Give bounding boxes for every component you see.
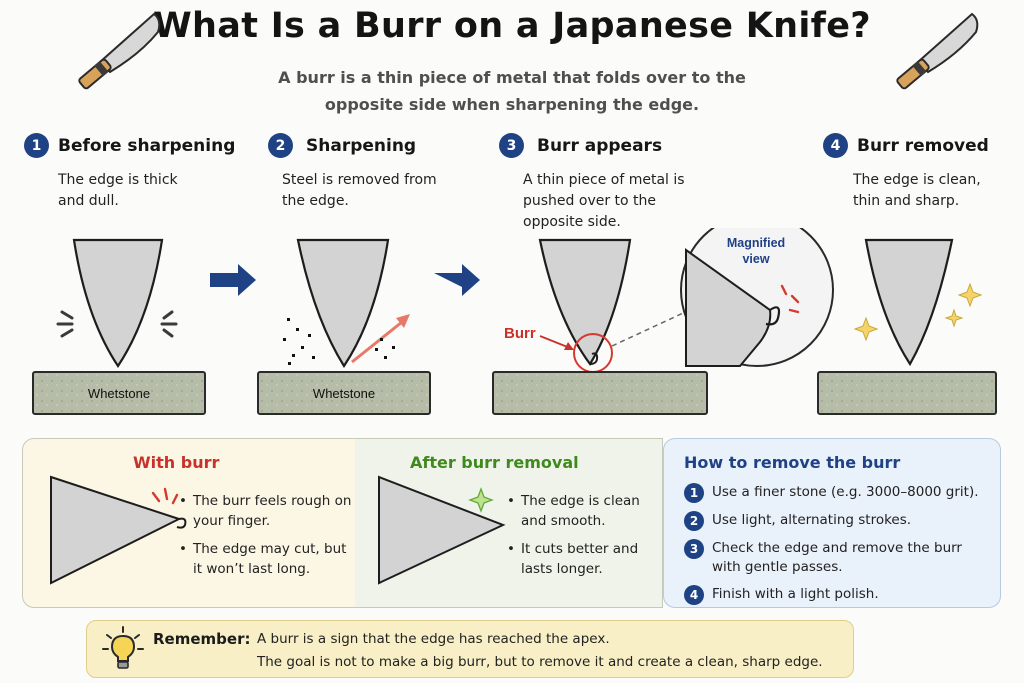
step-number-badge: 1 <box>684 483 704 503</box>
list-item: 3 Check the edge and remove the burr with… <box>684 539 989 577</box>
whetstone <box>492 371 708 415</box>
how-to-title: How to remove the burr <box>684 453 901 472</box>
dull-marks <box>56 310 178 338</box>
how-to-text: Use a finer stone (e.g. 3000–8000 grit). <box>712 484 979 500</box>
step-title: Burr removed <box>857 135 989 156</box>
clean-edge-diagram <box>378 475 506 585</box>
how-to-text: Use light, alternating strokes. <box>712 512 912 528</box>
blade-thick <box>72 238 164 368</box>
list-item: 1 Use a finer stone (e.g. 3000–8000 grit)… <box>684 483 989 503</box>
stroke-direction-arrow <box>351 320 403 364</box>
blade-sharpening <box>296 238 390 369</box>
list-item: It cuts better and lasts longer. <box>507 539 657 579</box>
how-to-text: Check the edge and remove the burr with … <box>712 540 962 575</box>
whetstone <box>32 371 206 415</box>
whetstone <box>257 371 431 415</box>
step-title: Burr appears <box>537 135 663 156</box>
how-to-panel: How to remove the burr 1 Use a finer ston… <box>663 438 1001 608</box>
remember-box: Remember: A burr is a sign that the edge… <box>86 620 854 678</box>
knife-left-icon <box>78 12 161 90</box>
lightbulb-icon <box>102 626 144 669</box>
step-title: Sharpening <box>306 135 417 156</box>
with-burr-panel: With burr The burr feels rough on your f… <box>22 438 356 608</box>
with-burr-bullets: The burr feels rough on your finger. The… <box>179 491 353 587</box>
step-2: 2 Sharpening Steel is removed from the ed… <box>268 133 488 212</box>
list-item: The burr feels rough on your finger. <box>179 491 353 531</box>
page-title: What Is a Burr on a Japanese Knife? <box>153 6 871 46</box>
page-subtitle: A burr is a thin piece of metal that fol… <box>278 68 746 114</box>
step-number-badge: 3 <box>499 133 524 158</box>
list-item: 4 Finish with a light polish. <box>684 585 989 605</box>
step-number-badge: 3 <box>684 539 704 559</box>
blade-with-burr <box>538 238 632 366</box>
after-removal-title: After burr removal <box>410 453 579 472</box>
magnify-connector <box>611 307 695 347</box>
arrow-right-icon <box>434 264 480 296</box>
stroke-direction-arrowhead <box>396 314 410 328</box>
metal-particles <box>283 318 395 365</box>
how-to-list: 1 Use a finer stone (e.g. 3000–8000 grit)… <box>684 483 989 613</box>
remember-line-2: The goal is not to make a big burr, but … <box>257 654 823 670</box>
magnified-burr <box>765 306 781 326</box>
step-number-badge: 1 <box>24 133 49 158</box>
burr-alert-marks <box>780 284 800 314</box>
remember-line-1: A burr is a sign that the edge has reach… <box>257 631 610 647</box>
step-number-badge: 4 <box>684 585 704 605</box>
sparkle-icon <box>853 282 983 342</box>
step-description: The edge is thick and dull. <box>58 172 178 209</box>
step-number-badge: 4 <box>823 133 848 158</box>
step-number-badge: 2 <box>684 511 704 531</box>
step-description: A thin piece of metal is pushed over to … <box>523 172 685 230</box>
step-1: 1 Before sharpening The edge is thick and… <box>24 133 244 212</box>
list-item: The edge may cut, but it won’t last long… <box>179 539 353 579</box>
after-removal-panel: After burr removal The edge is clean and… <box>355 438 663 608</box>
step-4: 4 Burr removed The edge is clean, thin an… <box>823 133 1024 212</box>
step-number-badge: 2 <box>268 133 293 158</box>
remember-label: Remember: <box>153 630 251 648</box>
knife-right-icon <box>896 12 979 90</box>
burr-label: Burr <box>504 325 536 342</box>
burr-hook <box>589 352 599 365</box>
step-3: 3 Burr appears A thin piece of metal is p… <box>499 133 719 233</box>
blade-sharp <box>864 238 954 367</box>
burr-edge-diagram <box>50 475 187 585</box>
magnified-blade <box>685 248 772 367</box>
whetstone <box>817 371 997 415</box>
whetstone-label: Whetstone <box>313 386 375 401</box>
step-title: Before sharpening <box>58 135 236 156</box>
burr-pointer <box>539 335 571 349</box>
list-item: The edge is clean and smooth. <box>507 491 657 531</box>
whetstone-label: Whetstone <box>88 386 150 401</box>
how-to-text: Finish with a light polish. <box>712 586 879 602</box>
with-burr-title: With burr <box>133 453 220 472</box>
list-item: 2 Use light, alternating strokes. <box>684 511 989 531</box>
step-description: Steel is removed from the edge. <box>282 172 437 209</box>
arrow-right-icon <box>210 264 256 296</box>
after-removal-bullets: The edge is clean and smooth. It cuts be… <box>507 491 657 587</box>
step-description: The edge is clean, thin and sharp. <box>853 172 981 209</box>
